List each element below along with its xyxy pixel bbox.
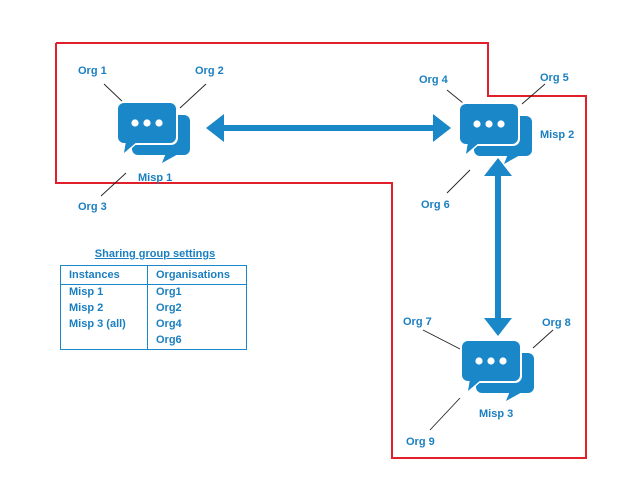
- organisation-cell: Org4: [156, 318, 182, 330]
- org4-label: Org 4: [419, 74, 449, 86]
- instance-cell: Misp 1: [60, 284, 148, 301]
- instance-cell: Misp 3 (all): [60, 317, 148, 333]
- misp2-chat-icon: [458, 102, 532, 164]
- org2-label: Org 2: [195, 65, 224, 77]
- table-row: Misp 1 Org1: [60, 284, 247, 301]
- sharing-group-legend: Sharing group settings Instances Organis…: [60, 248, 248, 350]
- org7-label: Org 7: [403, 316, 432, 328]
- sharing-boundary-outline: [55, 42, 587, 459]
- table-row: Misp 2 Org2: [60, 301, 247, 317]
- misp2-label: Misp 2: [540, 129, 574, 141]
- organisation-cell: Org2: [156, 302, 182, 314]
- org9-label: Org 9: [406, 436, 435, 448]
- organisations-column-header: Organisations: [147, 265, 247, 285]
- sharing-group-table: Instances Organisations Misp 1 Org1 Misp…: [60, 265, 247, 350]
- misp3-chat-icon: [460, 339, 534, 401]
- misp3-label: Misp 3: [479, 408, 513, 420]
- organisation-cell: Org6: [156, 334, 182, 346]
- instance-cell: Misp 2: [60, 301, 148, 317]
- org8-label: Org 8: [542, 317, 571, 329]
- org6-label: Org 6: [421, 199, 450, 211]
- sync-arrow-misp2-misp3: [484, 158, 512, 336]
- org3-label: Org 3: [78, 201, 107, 213]
- org1-label: Org 1: [78, 65, 107, 77]
- table-row: Org6: [60, 333, 247, 350]
- table-header-row: Instances Organisations: [60, 265, 247, 285]
- sync-arrow-misp1-misp2: [206, 114, 451, 142]
- sharing-group-title: Sharing group settings: [94, 248, 216, 260]
- organisation-cell: Org1: [156, 286, 182, 298]
- instances-column-header: Instances: [60, 265, 148, 285]
- misp1-chat-icon: [116, 101, 190, 163]
- misp1-label: Misp 1: [138, 172, 172, 184]
- org-connector-lines: [100, 83, 554, 431]
- org5-label: Org 5: [540, 72, 569, 84]
- table-row: Misp 3 (all) Org4: [60, 317, 247, 333]
- instance-cell: [60, 333, 148, 350]
